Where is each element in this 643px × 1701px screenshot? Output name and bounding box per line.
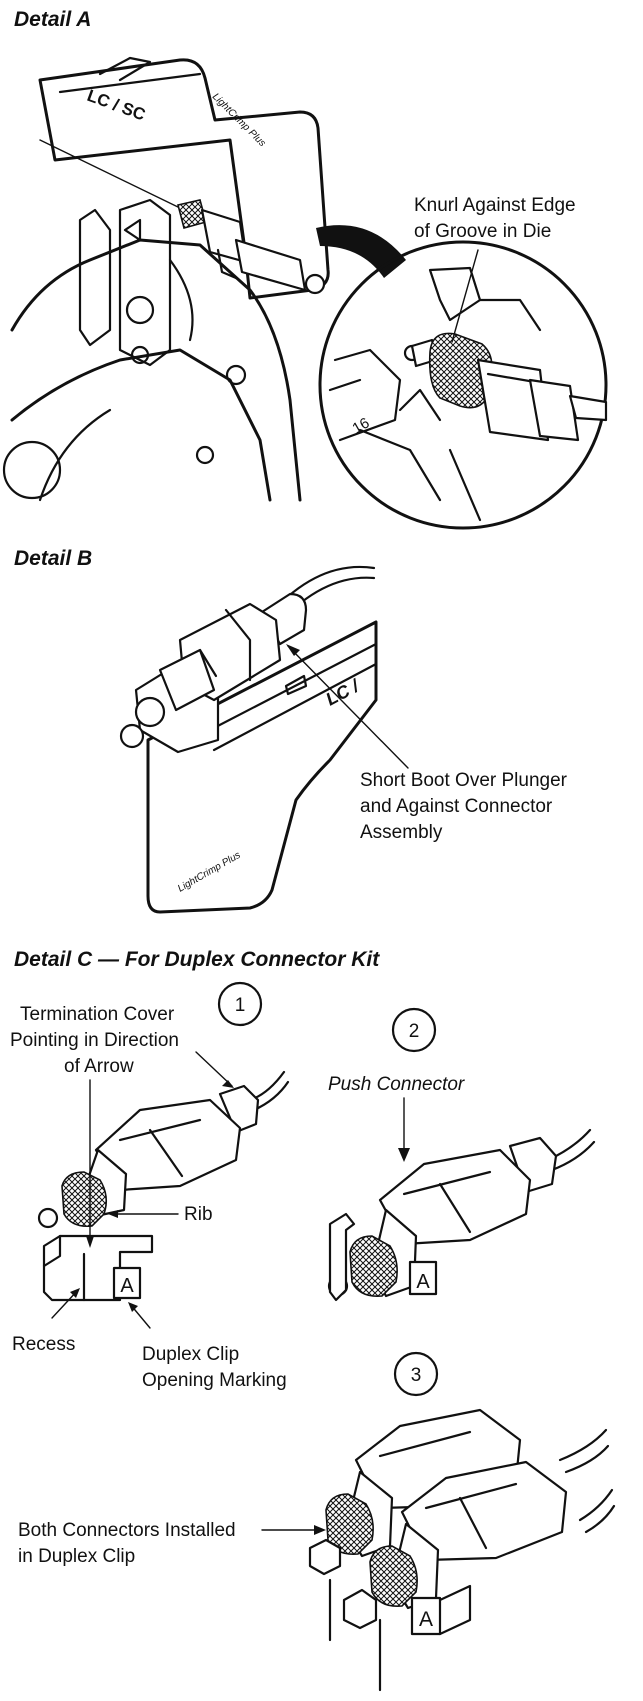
crimp-tool-b-illustration: LC / LightCrimp Plus bbox=[119, 565, 378, 914]
termination-callout-line1: Termination Cover bbox=[20, 1004, 175, 1025]
duplex-callout-line2: Opening Marking bbox=[142, 1370, 287, 1391]
boot-leader-arrowhead bbox=[286, 644, 300, 656]
termination-leader-line bbox=[195, 1051, 233, 1087]
step-2-circle bbox=[391, 1007, 437, 1053]
arrow-leader-arrowhead bbox=[86, 1236, 94, 1248]
step-1: 1 Termination Cover Pointing in Directio… bbox=[10, 981, 290, 1302]
duplex-leader-arrowhead bbox=[128, 1302, 138, 1312]
both-callout-line2: in Duplex Clip bbox=[18, 1546, 135, 1567]
knurl-leader-line bbox=[451, 249, 479, 343]
push-connector-label: Push Connector bbox=[328, 1074, 465, 1095]
rib-label: Rib bbox=[184, 1204, 213, 1225]
both-callout-line1: Both Connectors Installed bbox=[18, 1520, 236, 1541]
termination-callout-line2: Pointing in Direction bbox=[10, 1030, 179, 1051]
push-arrow-head bbox=[398, 1148, 410, 1162]
recess-leader-arrowhead bbox=[70, 1288, 80, 1298]
step-2-number: 2 bbox=[409, 1021, 420, 1042]
both-leader-arrowhead bbox=[314, 1525, 326, 1535]
detail-c-heading: Detail C — For Duplex Connector Kit bbox=[14, 948, 380, 971]
step-3: 3 Both Connectors Installed in Duplex Cl… bbox=[18, 1351, 616, 1692]
detail-b: Detail B LC / LightCrimp Plus S bbox=[14, 547, 568, 914]
boot-callout-line3: Assembly bbox=[360, 822, 443, 843]
termination-callout-line3: of Arrow bbox=[64, 1056, 134, 1077]
crimp-tool-illustration: LC / SC LightCrimp Plus bbox=[2, 56, 330, 502]
detail-b-heading: Detail B bbox=[14, 547, 92, 570]
step-1-circle bbox=[217, 981, 263, 1027]
termination-leader-arrowhead bbox=[222, 1080, 234, 1088]
recess-label: Recess bbox=[12, 1334, 75, 1355]
boot-leader-line bbox=[287, 645, 409, 769]
boot-callout-line1: Short Boot Over Plunger bbox=[360, 770, 568, 791]
clip-letter-1: A bbox=[120, 1275, 134, 1297]
boot-callout-line2: and Against Connector bbox=[360, 796, 553, 817]
step-3-circle bbox=[393, 1351, 439, 1397]
detail-a-heading: Detail A bbox=[14, 8, 91, 31]
rib-leader-arrowhead bbox=[108, 1210, 118, 1218]
detail-a-zoom-circle: 16 bbox=[318, 240, 608, 530]
clip-letter-3: A bbox=[419, 1608, 433, 1631]
knurl-callout-line2: of Groove in Die bbox=[414, 221, 551, 242]
clip-letter-2: A bbox=[416, 1271, 430, 1293]
die-number: 16 bbox=[350, 414, 373, 437]
detail-a: Detail A LC / SC LightCrimp Plus bbox=[2, 8, 608, 530]
step-1-number: 1 bbox=[235, 995, 246, 1016]
duplex-callout-line1: Duplex Clip bbox=[142, 1344, 239, 1365]
step-2: 2 Push Connector A bbox=[327, 1007, 596, 1302]
step-3-number: 3 bbox=[411, 1365, 422, 1386]
knurl-callout-line1: Knurl Against Edge bbox=[414, 195, 576, 216]
detail-c: Detail C — For Duplex Connector Kit 1 Te… bbox=[10, 948, 616, 1692]
